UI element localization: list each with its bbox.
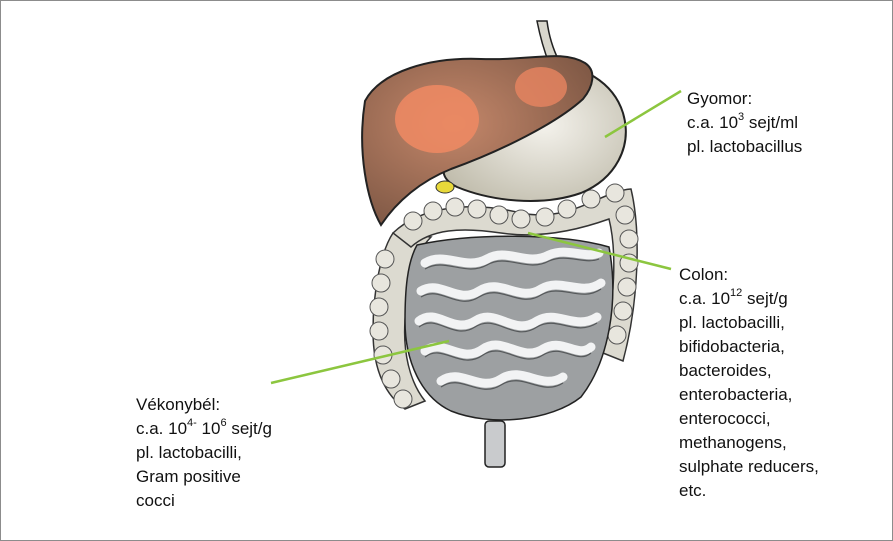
colon-cell-count: c.a. 1012 sejt/g [679,287,819,311]
colon-organism: bifidobacteria, [679,335,819,359]
colon-label: Colon: c.a. 1012 sejt/g pl. lactobacilli… [679,263,819,503]
colon-organism: methanogens, [679,431,819,455]
colon-organism: sulphate reducers, [679,455,819,479]
small-intestine-title: Vékonybél: [136,393,272,417]
small-intestine-organism: pl. lactobacilli, [136,441,272,465]
gallbladder [436,181,454,193]
small-intestine-organism: Gram positive [136,465,272,489]
colon-organism: bacteroides, [679,359,819,383]
small-intestine [405,236,613,420]
stomach-organism: pl. lactobacillus [687,135,802,159]
small-intestine-organism: cocci [136,489,272,513]
colon-title: Colon: [679,263,819,287]
colon-organism: pl. lactobacilli, [679,311,819,335]
colon-organism: etc. [679,479,819,503]
small-intestine-cell-count: c.a. 104- 106 sejt/g [136,417,272,441]
small-intestine-label: Vékonybél: c.a. 104- 106 sejt/g pl. lact… [136,393,272,513]
colon-organism: enterobacteria, [679,383,819,407]
stomach-title: Gyomor: [687,87,802,111]
stomach-cell-count: c.a. 103 sejt/ml [687,111,802,135]
rectum [485,421,505,467]
stomach-label: Gyomor: c.a. 103 sejt/ml pl. lactobacill… [687,87,802,159]
colon-organism: enterococci, [679,407,819,431]
